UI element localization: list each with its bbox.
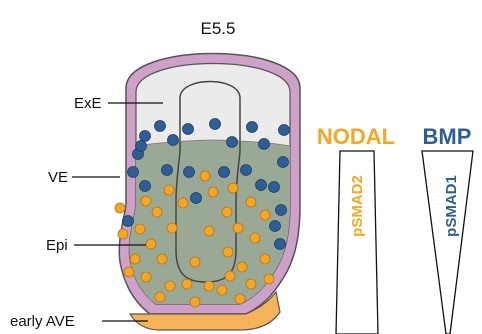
orange-cell [235, 294, 245, 304]
blue-cell [276, 205, 287, 216]
orange-cell [208, 187, 218, 197]
blue-cell [162, 165, 173, 176]
orange-cell [164, 185, 174, 195]
blue-cell [247, 122, 258, 133]
blue-cell [227, 137, 238, 148]
orange-cell [217, 285, 227, 295]
blue-cell [184, 167, 195, 178]
pSMAD1-label: pSMAD1 [443, 175, 460, 237]
orange-cell [264, 274, 274, 284]
orange-cell [237, 262, 247, 272]
label-early-ave: early AVE [10, 313, 75, 330]
blue-cell [140, 131, 151, 142]
blue-cell [275, 239, 286, 250]
blue-cell [191, 193, 202, 204]
orange-cell [178, 198, 188, 208]
orange-cell [118, 229, 128, 239]
orange-cell [157, 254, 167, 264]
orange-cell [233, 223, 243, 233]
blue-cell [123, 216, 134, 227]
orange-cell [130, 254, 140, 264]
orange-cell [135, 224, 145, 234]
orange-cell [115, 203, 125, 213]
stage-title: E5.5 [201, 19, 236, 38]
blue-cell [259, 139, 270, 150]
orange-cell [246, 279, 256, 289]
pSMAD2-label: pSMAD2 [349, 175, 366, 237]
blue-cell [183, 124, 194, 135]
blue-cell [210, 119, 221, 130]
orange-cell [204, 281, 214, 291]
orange-cell [246, 197, 256, 207]
orange-cell [222, 207, 232, 217]
blue-cell [140, 181, 151, 192]
orange-cell [146, 239, 156, 249]
orange-cell [124, 267, 134, 277]
blue-cell [270, 221, 281, 232]
blue-cell [278, 157, 289, 168]
orange-cell [204, 226, 214, 236]
orange-cell [200, 171, 210, 181]
orange-cell [165, 281, 175, 291]
blue-cell [256, 180, 267, 191]
orange-cell [223, 247, 233, 257]
label-exe: ExE [74, 95, 102, 112]
nodal-title: NODAL [317, 124, 395, 149]
orange-cell [141, 196, 151, 206]
orange-cell [167, 223, 177, 233]
orange-cell [225, 271, 235, 281]
label-epi: Epi [46, 237, 68, 254]
orange-cell [190, 257, 200, 267]
blue-cell [136, 141, 147, 152]
bmp-title: BMP [423, 124, 472, 149]
label-ve: VE [48, 169, 68, 186]
blue-cell [128, 167, 139, 178]
blue-cell [155, 121, 166, 132]
blue-cell [168, 135, 179, 146]
orange-cell [260, 254, 270, 264]
blue-cell [241, 165, 252, 176]
orange-cell [182, 279, 192, 289]
blue-cell [219, 167, 230, 178]
orange-cell [152, 207, 162, 217]
orange-cell [155, 292, 165, 302]
orange-cell [260, 210, 270, 220]
blue-cell [279, 125, 290, 136]
blue-cell [269, 182, 280, 193]
orange-cell [250, 233, 260, 243]
orange-cell [228, 183, 238, 193]
orange-cell [190, 297, 200, 307]
orange-cell [141, 272, 151, 282]
